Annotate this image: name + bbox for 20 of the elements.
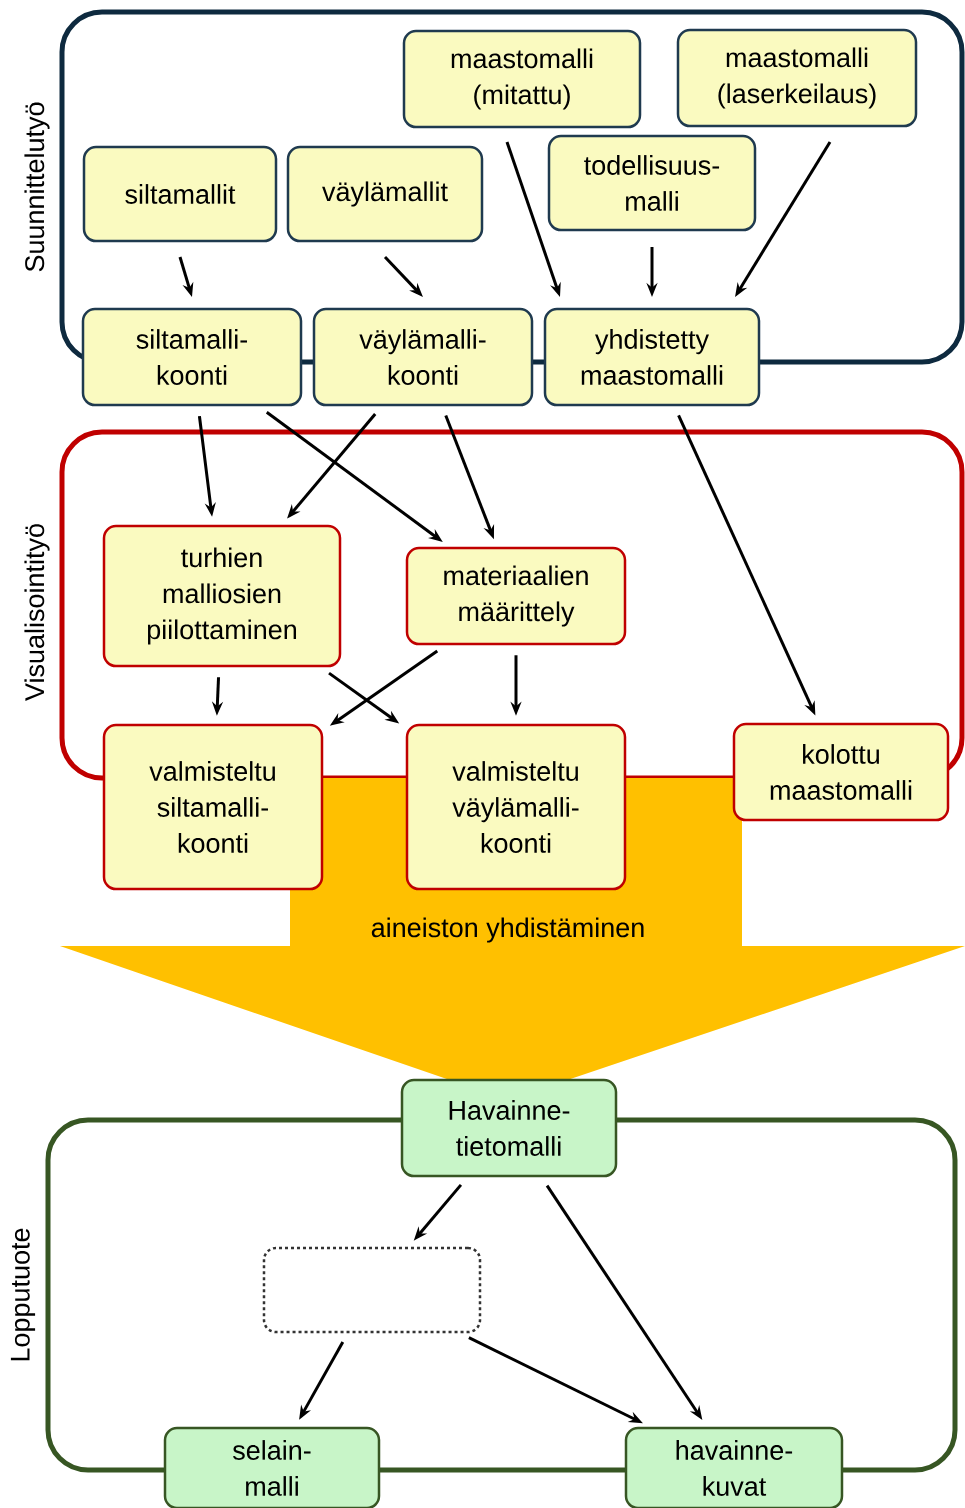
process-box: väylämalli-koonti (312, 307, 534, 407)
process-box: turhien malliosien piilottaminen (102, 524, 342, 668)
process-box: maastomalli (laserkeilaus) (676, 28, 918, 128)
process-box: yhdistetty maastomalli (543, 307, 761, 407)
process-box: todellisuus-malli (547, 134, 757, 232)
process-box: Havainne-tietomalli (400, 1078, 618, 1178)
process-box: havainne-kuvat (624, 1426, 844, 1508)
group-heading: Lopputuote (10, 1228, 36, 1361)
process-box: väylämallit (286, 145, 484, 243)
process-box: valmisteltu siltamalli-koonti (102, 723, 324, 891)
process-box: materiaalien määrittely (405, 546, 627, 646)
process-box: selain-malli (163, 1426, 381, 1508)
group-heading: Suunnittelutyö (24, 102, 50, 272)
process-box: siltamallit (82, 145, 278, 243)
process-box: valmisteltu väylämalli-koonti (405, 723, 627, 891)
dashed-box (262, 1246, 482, 1334)
process-box: siltamalli-koonti (81, 307, 303, 407)
process-box: maastomalli (mitattu) (402, 29, 642, 129)
process-box: kolottu maastomalli (732, 722, 950, 822)
group-heading: Visualisointityö (24, 524, 50, 701)
